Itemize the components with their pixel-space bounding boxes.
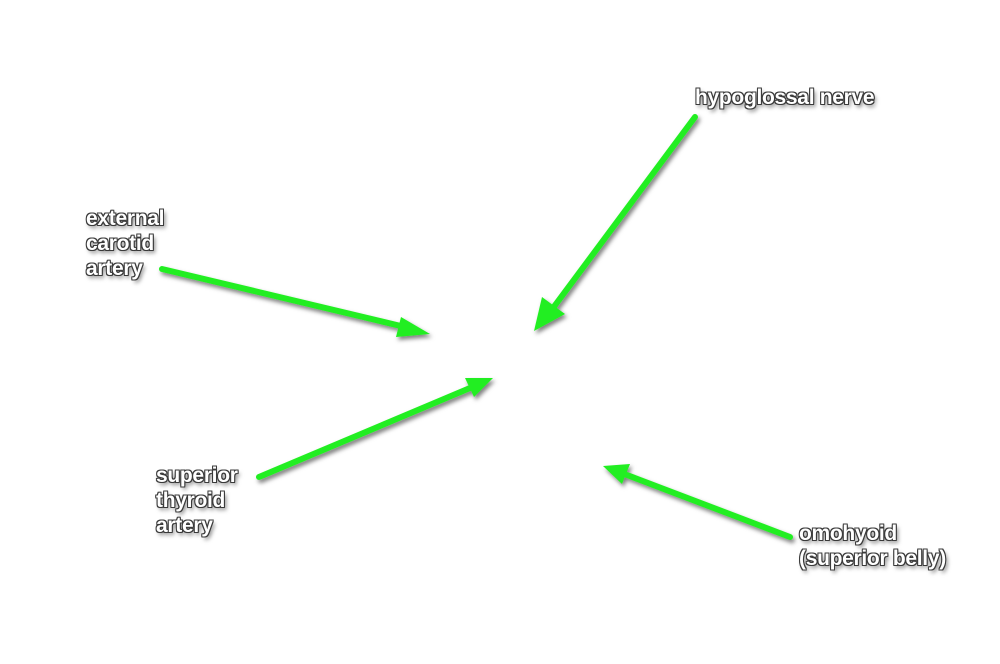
label-line: external	[86, 207, 165, 230]
label-external-carotid-artery: external carotid artery	[86, 206, 164, 281]
arrow-omohyoid	[603, 464, 793, 540]
label-omohyoid: omohyoid (superior belly)	[799, 521, 946, 571]
label-line: artery	[86, 257, 143, 280]
arrow-external-carotid-artery	[159, 266, 430, 337]
label-line: artery	[156, 514, 213, 537]
label-line: thyroid	[156, 489, 226, 512]
arrow-superior-thyroid-artery	[256, 378, 493, 480]
label-line: (superior belly)	[799, 547, 946, 570]
label-line: superior	[156, 464, 238, 487]
arrow-hypoglossal-nerve	[534, 114, 698, 331]
label-superior-thyroid-artery: superior thyroid artery	[156, 463, 238, 538]
label-line: hypoglossal nerve	[695, 86, 875, 109]
label-hypoglossal-nerve: hypoglossal nerve	[695, 85, 875, 110]
label-line: carotid	[86, 232, 154, 255]
label-line: omohyoid	[799, 522, 897, 545]
